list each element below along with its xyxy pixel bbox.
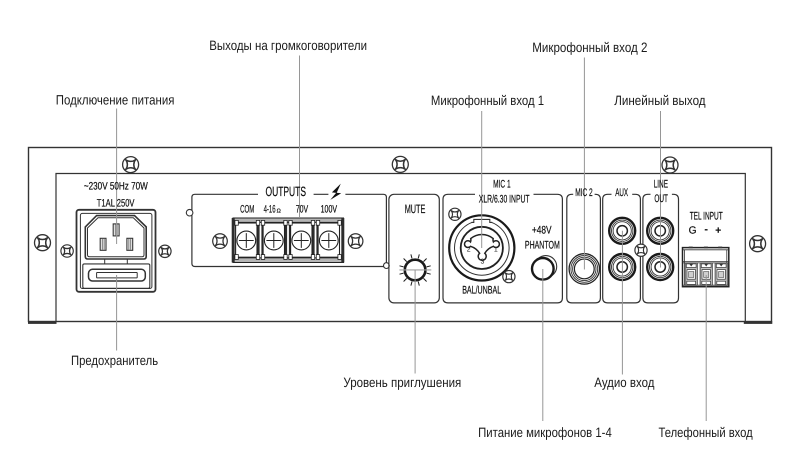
svg-text:T1AL 250V: T1AL 250V xyxy=(97,197,135,209)
svg-text:XLR/6.30 INPUT: XLR/6.30 INPUT xyxy=(479,194,530,206)
svg-text:+48V: +48V xyxy=(532,225,552,237)
svg-text:~230V 50Hz 70W: ~230V 50Hz 70W xyxy=(84,180,148,192)
svg-text:100V: 100V xyxy=(321,204,338,216)
svg-text:LINE: LINE xyxy=(654,179,668,191)
svg-text:2: 2 xyxy=(467,246,471,253)
svg-text:AUX: AUX xyxy=(615,187,628,199)
svg-text:PHANTOM: PHANTOM xyxy=(525,240,560,252)
svg-text:Аудио вход: Аудио вход xyxy=(594,375,654,390)
svg-text:Уровень приглушения: Уровень приглушения xyxy=(343,375,461,390)
svg-text:-: - xyxy=(704,225,707,236)
svg-text:TEL INPUT: TEL INPUT xyxy=(690,210,723,222)
svg-text:G: G xyxy=(689,226,697,237)
svg-text:Предохранитель: Предохранитель xyxy=(71,353,158,368)
svg-text:Линейный выход: Линейный выход xyxy=(614,93,705,108)
svg-text:70V: 70V xyxy=(296,204,309,216)
svg-text:Выходы на громкоговорители: Выходы на громкоговорители xyxy=(209,38,367,53)
svg-text:BAL/UNBAL: BAL/UNBAL xyxy=(462,284,501,296)
svg-text:Ω: Ω xyxy=(277,208,281,214)
svg-text:3: 3 xyxy=(480,259,484,266)
svg-text:Телефонный вход: Телефонный вход xyxy=(659,425,753,440)
svg-text:4-16: 4-16 xyxy=(264,204,276,216)
svg-text:MUTE: MUTE xyxy=(405,202,426,216)
svg-text:OUTPUTS: OUTPUTS xyxy=(266,184,307,199)
svg-text:COM: COM xyxy=(240,204,254,216)
svg-text:OUT: OUT xyxy=(654,193,668,205)
svg-text:1: 1 xyxy=(494,246,498,253)
svg-text:MIC 2: MIC 2 xyxy=(575,187,593,199)
svg-text:+: + xyxy=(715,226,721,237)
svg-text:MIC 1: MIC 1 xyxy=(493,179,511,191)
svg-text:Микрофонный вход 1: Микрофонный вход 1 xyxy=(431,93,544,108)
svg-text:Микрофонный вход 2: Микрофонный вход 2 xyxy=(532,40,647,55)
svg-text:Питание микрофонов 1-4: Питание микрофонов 1-4 xyxy=(478,425,612,440)
svg-text:Подключение питания: Подключение питания xyxy=(56,92,175,107)
